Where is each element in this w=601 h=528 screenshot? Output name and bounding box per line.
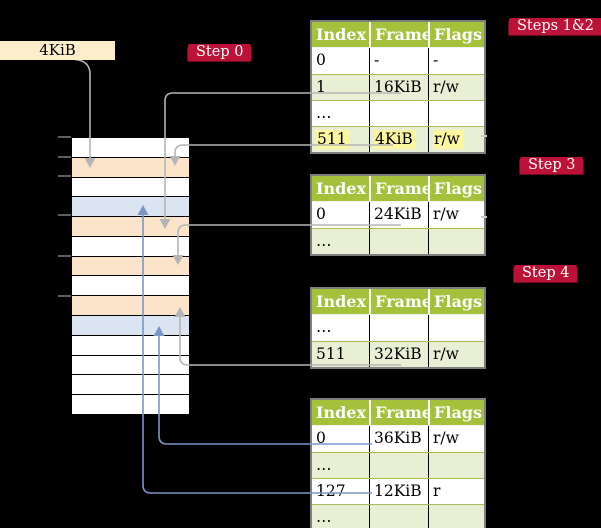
table-row: 511 4KiB r/w	[312, 126, 484, 152]
memory-row-peach	[72, 255, 189, 276]
table-cell: r/w	[428, 127, 484, 152]
header-cell-index: Index	[316, 25, 367, 44]
highlighted-value: r/w	[433, 130, 463, 149]
table-row: …	[312, 504, 484, 528]
table-cell: …	[316, 232, 332, 250]
table-cell: 0	[316, 205, 326, 223]
table-cell: 4KiB	[369, 127, 428, 152]
memory-row-blue	[72, 315, 189, 335]
table-cell	[369, 229, 428, 254]
table-row: …	[312, 228, 484, 254]
header-cell-frame: Frame	[369, 289, 428, 314]
table-cell: r/w	[428, 75, 484, 100]
table-cell	[369, 453, 428, 478]
table-cell: -	[428, 48, 484, 74]
header-cell-flags: Flags	[428, 400, 484, 425]
cr3-frame-box: 4KiB	[0, 41, 115, 60]
table-cell	[369, 505, 428, 528]
table-cell: r/w	[428, 202, 484, 228]
header-cell-frame: Frame	[369, 400, 428, 425]
table-cell: r/w	[428, 426, 484, 452]
highlighted-value: 4KiB	[374, 130, 416, 149]
table-row: …	[312, 100, 484, 126]
badge-step-0: Step 0	[188, 44, 252, 61]
table-cell	[369, 101, 428, 126]
header-cell-flags: Flags	[428, 22, 484, 47]
table-cell: 1	[316, 78, 326, 96]
memory-row-peach	[72, 295, 189, 316]
table-cell: 36KiB	[369, 426, 428, 452]
memory-row-white	[72, 334, 189, 355]
memory-row-white	[72, 394, 189, 414]
table-cell: 0	[316, 429, 326, 447]
table-row: 0 --	[312, 48, 484, 74]
memory-row-white	[72, 354, 189, 375]
memory-row-peach	[72, 156, 189, 177]
table-cell: …	[316, 508, 332, 526]
table-cell: 127	[316, 482, 346, 500]
highlighted-value: 511	[316, 130, 350, 149]
memory-row-blue	[72, 196, 189, 217]
table-cell: -	[369, 48, 428, 74]
memory-row-white	[72, 235, 189, 256]
physical-memory-column	[71, 137, 190, 415]
table-cell	[428, 315, 484, 341]
memory-row-white	[72, 138, 189, 157]
header-cell-index: Index	[316, 179, 367, 198]
table-cell	[369, 315, 428, 341]
table-cell: r	[428, 479, 484, 504]
memory-row-white	[72, 176, 189, 197]
table-cell: …	[316, 318, 332, 336]
table-cell	[428, 505, 484, 528]
table-cell: …	[316, 104, 332, 122]
table-cell: 0	[316, 51, 326, 69]
table-cell: …	[316, 456, 332, 474]
table-cell: r/w	[428, 342, 484, 367]
table-cell	[428, 229, 484, 254]
table-cell	[428, 101, 484, 126]
table-cell: 24KiB	[369, 202, 428, 228]
badge-step-4: Step 4	[514, 265, 578, 282]
header-cell-frame: Frame	[369, 176, 428, 201]
table-cell: 511	[316, 345, 346, 363]
memory-row-white	[72, 275, 189, 296]
memory-row-peach	[72, 216, 189, 236]
header-cell-index: Index	[316, 292, 367, 311]
badge-steps-1-2: Steps 1&2	[509, 18, 601, 35]
table-cell: 511	[312, 127, 369, 152]
table-cell: 32KiB	[369, 342, 428, 367]
header-cell-flags: Flags	[428, 289, 484, 314]
header-cell-flags: Flags	[428, 176, 484, 201]
header-cell-index: Index	[316, 403, 367, 422]
table-row: …	[312, 452, 484, 478]
memory-row-white	[72, 374, 189, 395]
table-row: …	[312, 315, 484, 341]
badge-step-3: Step 3	[520, 157, 584, 174]
table-cell: 12KiB	[369, 479, 428, 504]
header-cell-frame: Frame	[369, 22, 428, 47]
table-cell: 16KiB	[369, 75, 428, 100]
memory-tick-marks	[58, 136, 71, 297]
table-cell	[428, 453, 484, 478]
